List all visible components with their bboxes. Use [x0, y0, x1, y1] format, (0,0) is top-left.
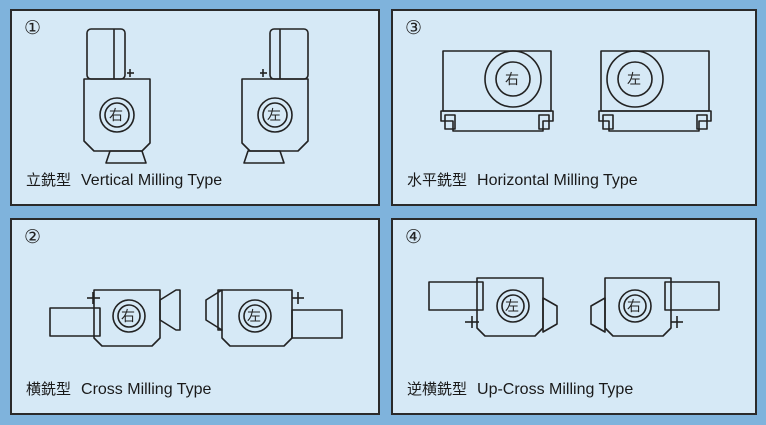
caption-en: Horizontal Milling Type: [477, 172, 638, 189]
panel-number: ④: [405, 226, 423, 248]
caption-cn: 立銑型: [26, 171, 72, 189]
label-right: 右: [627, 299, 641, 315]
unit-right-hand: [440, 50, 554, 132]
unit-left-hand: [428, 277, 558, 337]
label-right: 右: [109, 108, 123, 124]
cross-milling-diagram: 右 左: [49, 289, 343, 347]
panel-number: ①: [24, 17, 42, 39]
panel-vertical-milling: ① 右 左 立銑型 Vertical Milling Type: [10, 9, 380, 206]
unit-right-hand: [590, 277, 720, 337]
caption: 逆横銑型 Up-Cross Milling Type: [407, 378, 633, 399]
caption-en: Cross Milling Type: [81, 381, 212, 398]
unit-left-hand: [241, 28, 309, 164]
unit-left-hand: [598, 50, 712, 132]
panel-horizontal-milling: ③ 右 左 水平銑型 Horizontal Milling Type: [391, 9, 757, 206]
label-left: 左: [627, 72, 641, 88]
panel-number: ③: [405, 17, 423, 39]
label-left: 左: [247, 309, 261, 325]
unit-left-hand: [205, 289, 343, 347]
label-right: 右: [505, 72, 519, 88]
unit-right-hand: [83, 28, 151, 164]
caption-cn: 逆横銑型: [407, 380, 468, 398]
caption: 水平銑型 Horizontal Milling Type: [407, 169, 638, 190]
horizontal-milling-diagram: 右 左: [440, 50, 712, 132]
caption: 立銑型 Vertical Milling Type: [26, 169, 222, 190]
panel-cross-milling: ② 右 左 横銑型 Cross Milling Type: [10, 218, 380, 415]
panel-number: ②: [24, 226, 42, 248]
caption-en: Vertical Milling Type: [81, 172, 223, 189]
panel-up-cross-milling: ④ 左 右 逆横銑型 Up-Cross Milling Type: [391, 218, 757, 415]
caption-cn: 水平銑型: [407, 171, 468, 189]
up-cross-milling-diagram: 左 右: [428, 277, 720, 337]
label-left: 左: [505, 299, 519, 315]
caption: 横銑型 Cross Milling Type: [26, 378, 211, 399]
unit-right-hand: [49, 289, 181, 347]
caption-en: Up-Cross Milling Type: [477, 381, 634, 398]
label-left: 左: [267, 108, 281, 124]
label-right: 右: [121, 309, 135, 325]
vertical-milling-diagram: 右 左: [83, 28, 309, 164]
caption-cn: 横銑型: [26, 380, 72, 398]
